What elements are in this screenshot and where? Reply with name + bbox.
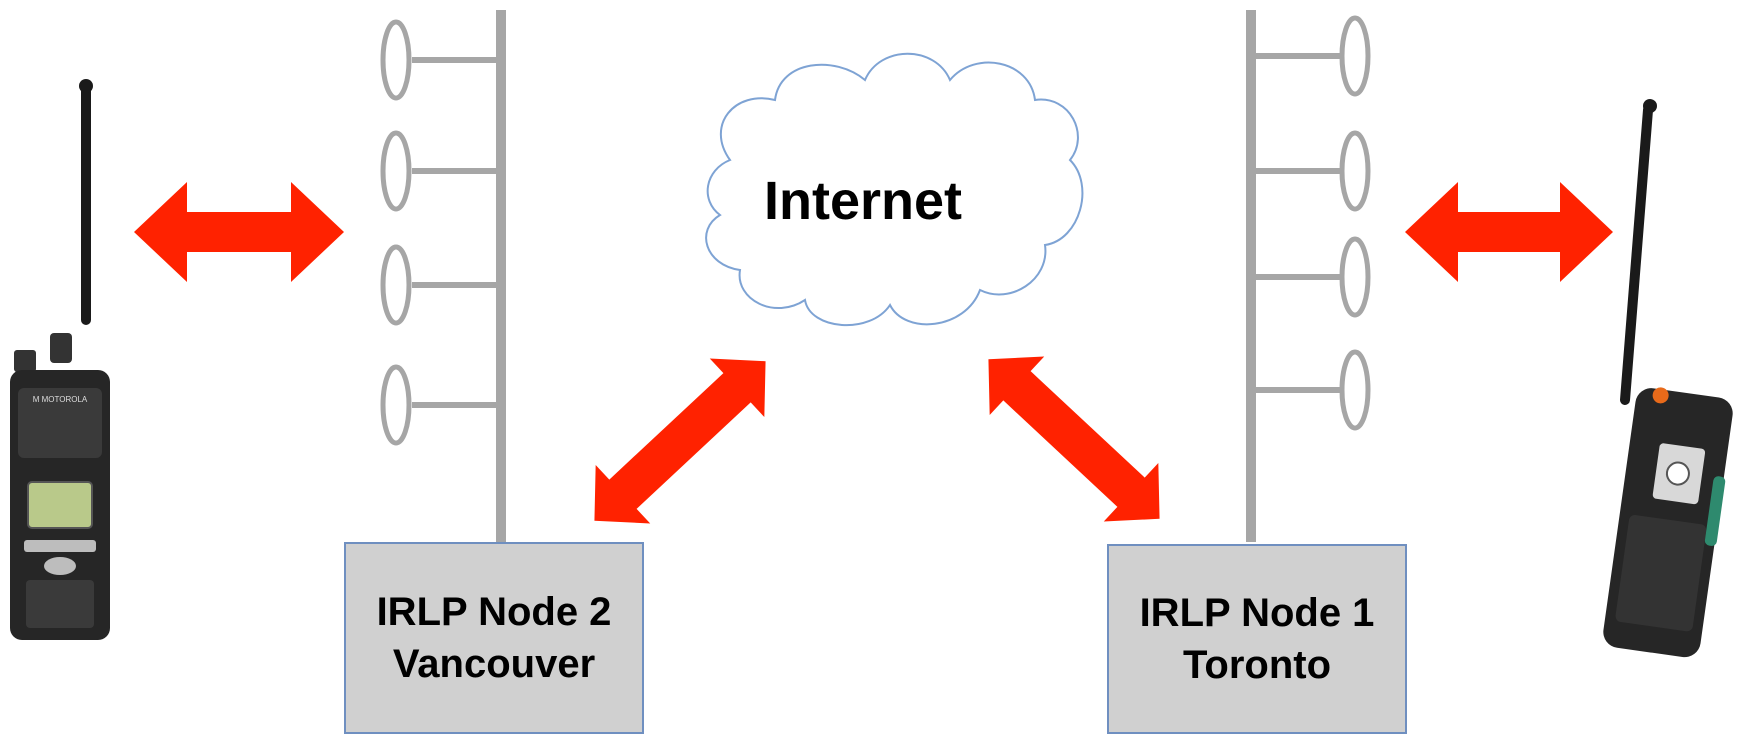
antenna-mast-right-icon xyxy=(1246,10,1371,542)
node-box-vancouver: IRLP Node 2 Vancouver xyxy=(344,542,644,734)
double-arrow-node2-internet xyxy=(594,358,766,524)
internet-label: Internet xyxy=(764,171,963,231)
handheld-radio-left-icon: M MOTOROLA xyxy=(10,79,110,640)
double-arrow-internet-node1 xyxy=(988,356,1160,522)
node-location: Vancouver xyxy=(392,642,596,686)
handheld-radio-right-icon xyxy=(1603,99,1733,658)
node-location: Toronto xyxy=(1182,643,1332,687)
double-arrow-left-radio xyxy=(134,182,344,282)
double-arrow-right-radio xyxy=(1405,182,1613,282)
cloud-icon xyxy=(705,52,1084,326)
node-name: IRLP Node 1 xyxy=(1139,591,1375,635)
node-box-toronto: IRLP Node 1 Toronto xyxy=(1107,544,1407,734)
antenna-mast-left-icon xyxy=(380,10,506,542)
svg-text:M MOTOROLA: M MOTOROLA xyxy=(33,395,88,404)
node-name: IRLP Node 2 xyxy=(376,590,612,634)
